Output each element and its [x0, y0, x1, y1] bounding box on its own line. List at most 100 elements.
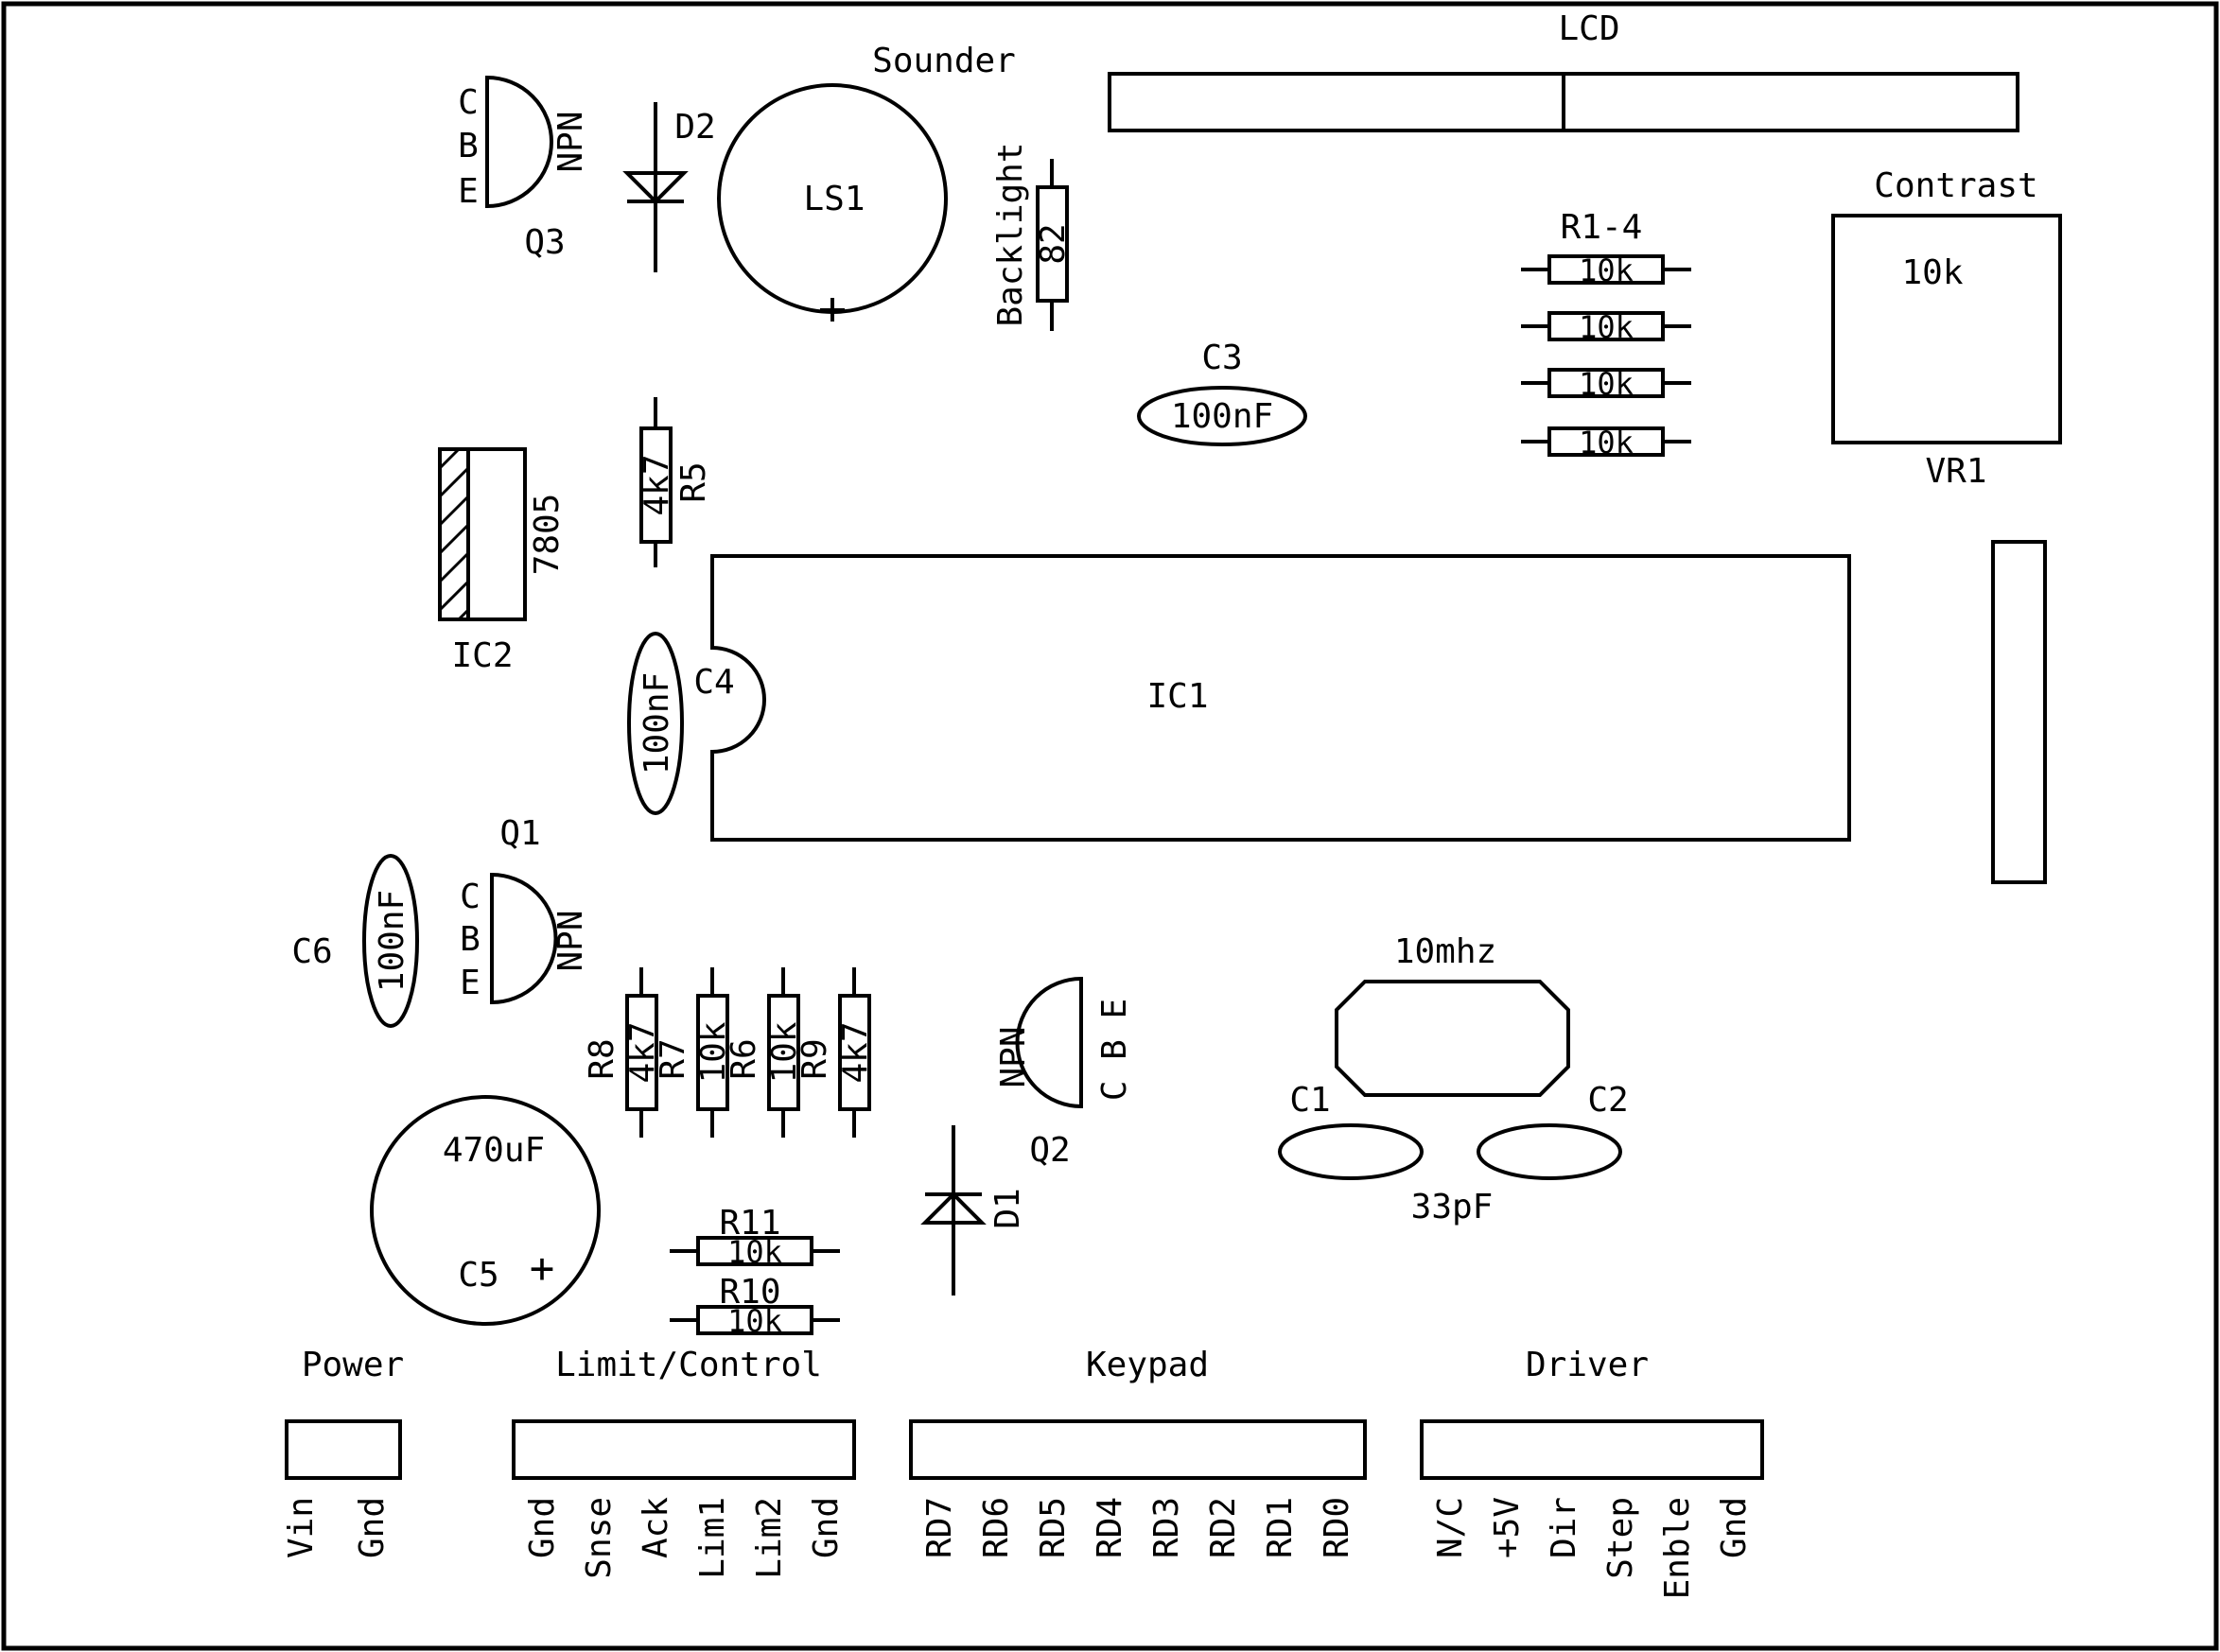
- keypad-connector: [909, 1419, 1367, 1480]
- keypad-pin-5: RD3: [1147, 1497, 1186, 1558]
- r1-4-label: R1-4: [1561, 208, 1643, 247]
- vr1-label: VR1: [1925, 452, 1986, 491]
- vr1-value: 10k: [1901, 253, 1963, 292]
- q3-pin-e: E: [458, 172, 479, 211]
- r7-label: R7: [654, 1038, 692, 1079]
- power-pin-1: Vin: [282, 1497, 321, 1558]
- c5-value: 470uF: [443, 1131, 545, 1170]
- r6-label: R6: [725, 1038, 763, 1079]
- c3-capacitor: [1137, 386, 1307, 446]
- keypad-pin-2: RD6: [977, 1497, 1016, 1558]
- horizontal-resistors: [670, 1236, 840, 1335]
- cap-33pf-label: 33pF: [1411, 1188, 1494, 1226]
- driver-pin-6: Gnd: [1715, 1497, 1754, 1558]
- crystal-label: 10mhz: [1394, 932, 1496, 971]
- limit-control-connector: [512, 1419, 856, 1480]
- c6-capacitor: [362, 854, 419, 1028]
- q1-pin-e: E: [460, 964, 481, 1002]
- ic2-label: IC2: [451, 636, 513, 675]
- c6-label: C6: [291, 932, 332, 971]
- d1-diode: [920, 1125, 987, 1296]
- backlight-label: Backlight: [991, 142, 1030, 326]
- c4-label: C4: [693, 663, 734, 702]
- r9-label: R9: [795, 1038, 834, 1079]
- lcd-label: LCD: [1558, 9, 1619, 48]
- limit-control-title: Limit/Control: [555, 1346, 822, 1384]
- r2-value: 10k: [1579, 309, 1634, 345]
- r5-value: 4k7: [638, 454, 676, 515]
- keypad-pin-3: RD5: [1034, 1497, 1073, 1558]
- r3-value: 10k: [1579, 366, 1634, 402]
- limit-pin-4: Lim1: [693, 1497, 732, 1579]
- c3-value: 100nF: [1171, 397, 1273, 436]
- c6-value: 100nF: [373, 890, 411, 992]
- power-connector: [285, 1419, 402, 1480]
- q1-pin-c: C: [460, 878, 481, 916]
- ic2-part: 7805: [528, 494, 567, 576]
- driver-pin-2: +5V: [1488, 1497, 1527, 1558]
- r7-value: 10k: [694, 1021, 733, 1083]
- ls1-label: LS1: [803, 180, 865, 218]
- driver-pin-5: Enble: [1658, 1497, 1697, 1599]
- q3-transistor-outline: [485, 75, 553, 209]
- q2-pins: C B E: [1095, 999, 1134, 1101]
- limit-pin-3: Ack: [637, 1497, 675, 1558]
- ic1-microcontroller: [710, 554, 1851, 842]
- driver-connector: [1420, 1419, 1764, 1480]
- q1-type: NPN: [551, 910, 590, 971]
- r4-value: 10k: [1579, 425, 1634, 461]
- c3-label: C3: [1201, 339, 1242, 377]
- d1-label: D1: [988, 1188, 1027, 1228]
- r8-value: 4k7: [623, 1021, 662, 1083]
- r10-value: 10k: [727, 1303, 782, 1339]
- q3-pin-b: B: [458, 127, 479, 165]
- r9-value: 4k7: [836, 1021, 875, 1083]
- r10-label: R10: [719, 1273, 780, 1312]
- driver-pin-1: N/C: [1431, 1497, 1470, 1558]
- lcd-header: [1108, 72, 2019, 132]
- power-pin-2: Gnd: [353, 1497, 392, 1558]
- c5-capacitor: [370, 1095, 601, 1326]
- c5-label: C5: [458, 1256, 498, 1295]
- q1-label: Q1: [499, 814, 540, 853]
- q2-label: Q2: [1029, 1131, 1070, 1170]
- c1-capacitor: [1278, 1123, 1424, 1180]
- c2-capacitor: [1477, 1123, 1622, 1180]
- contrast-label: Contrast: [1874, 166, 2037, 205]
- q3-label: Q3: [524, 223, 565, 262]
- c5-polarity: +: [530, 1244, 555, 1293]
- c2-label: C2: [1587, 1081, 1628, 1120]
- r1-value: 10k: [1579, 252, 1634, 288]
- keypad-pin-6: RD2: [1204, 1497, 1243, 1558]
- r5-label: R5: [674, 461, 713, 502]
- keypad-pin-4: RD4: [1091, 1497, 1129, 1558]
- d2-label: D2: [674, 108, 715, 147]
- r11-label: R11: [719, 1204, 780, 1243]
- c1-label: C1: [1289, 1081, 1330, 1120]
- keypad-title: Keypad: [1086, 1346, 1209, 1384]
- r1-4-resistor-bank: [1521, 254, 1691, 457]
- r5-resistor: [639, 397, 673, 567]
- driver-pin-3: Dir: [1545, 1497, 1583, 1558]
- r8-label: R8: [583, 1038, 621, 1079]
- q2-type: NPN: [994, 1026, 1033, 1087]
- limit-pin-2: Snse: [580, 1497, 619, 1579]
- driver-title: Driver: [1526, 1346, 1649, 1384]
- q3-pin-c: C: [458, 83, 479, 122]
- limit-pin-5: Lim2: [750, 1497, 789, 1579]
- ic2-regulator: [438, 447, 527, 621]
- keypad-pin-7: RD1: [1261, 1497, 1300, 1558]
- ic1-label: IC1: [1146, 677, 1208, 716]
- r11-value: 10k: [727, 1234, 782, 1270]
- keypad-pin-1: RD7: [920, 1497, 959, 1558]
- sounder-label: Sounder: [872, 42, 1016, 80]
- q3-type: NPN: [551, 111, 590, 172]
- crystal-10mhz: [1335, 980, 1570, 1097]
- c4-capacitor: [627, 632, 684, 815]
- keypad-pin-8: RD0: [1318, 1497, 1356, 1558]
- limit-pin-1: Gnd: [523, 1497, 562, 1558]
- power-title: Power: [302, 1346, 404, 1384]
- d2-diode: [622, 102, 689, 272]
